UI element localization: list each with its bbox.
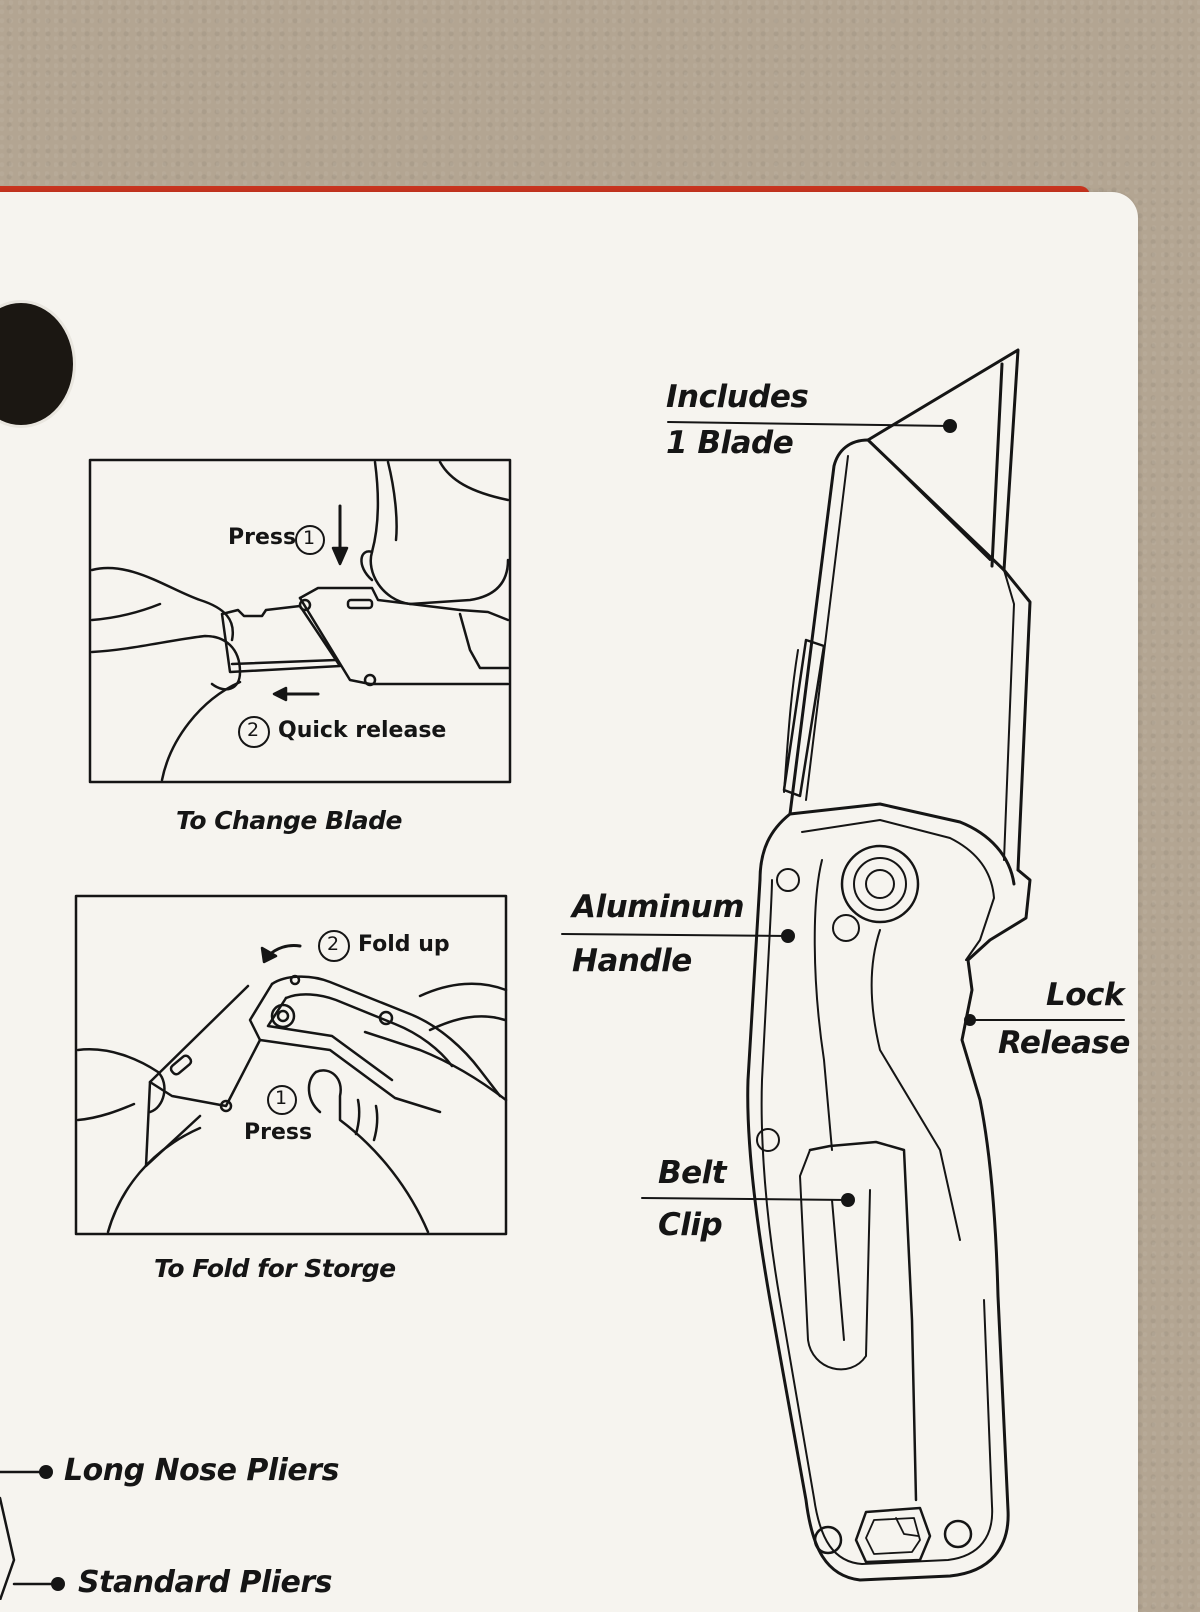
panel1-step2-circle — [238, 716, 270, 748]
panel1-step2-label: Quick release — [278, 718, 447, 743]
pliers-leader-2-dot — [51, 1577, 65, 1591]
tool-long-nose-pliers: Long Nose Pliers — [64, 1453, 339, 1488]
panel1-caption: To Change Blade — [176, 806, 402, 835]
handle-leader-dot — [781, 929, 795, 943]
panel1-step1-number: 1 — [303, 527, 316, 549]
label-belt: Belt — [658, 1155, 727, 1191]
label-clip: Clip — [658, 1207, 723, 1243]
panel2-step2-number: 2 — [327, 933, 340, 955]
label-handle: Handle — [572, 943, 692, 979]
label-release: Release — [998, 1025, 1130, 1061]
blade-leader-dot — [943, 419, 957, 433]
panel2-step1-label: Press — [244, 1120, 313, 1145]
clip-leader-dot — [841, 1193, 855, 1207]
label-1-blade: 1 Blade — [666, 425, 794, 461]
panel2-caption: To Fold for Storge — [154, 1254, 396, 1283]
lock-leader-dot — [964, 1014, 976, 1026]
panel1-step1-circle — [295, 525, 325, 555]
tool-standard-pliers: Standard Pliers — [78, 1565, 333, 1600]
panel2-step2-label: Fold up — [358, 932, 450, 957]
label-includes: Includes — [666, 379, 809, 415]
panel-change-blade-frame — [88, 458, 512, 784]
panel1-step2-number: 2 — [247, 719, 260, 741]
panel-fold-art — [76, 944, 508, 1234]
panel-fold-frame — [74, 894, 508, 1236]
utility-knife-illustration — [746, 348, 1032, 1582]
panel2-step1-circle — [267, 1085, 297, 1115]
panel-change-blade-art — [90, 460, 510, 782]
panel2-step1-number: 1 — [275, 1087, 288, 1109]
panel2-step2-circle — [318, 930, 350, 962]
clip-leader-line — [641, 1197, 849, 1201]
pliers-leader-2 — [0, 1496, 16, 1600]
panel1-step1-label: Press — [228, 525, 297, 550]
blade-leader-line — [667, 421, 951, 427]
handle-leader-line — [561, 933, 789, 937]
label-lock: Lock — [1046, 977, 1125, 1013]
pliers-leader-1-dot — [39, 1465, 53, 1479]
card-red-edge — [0, 186, 1090, 196]
label-aluminum: Aluminum — [572, 889, 745, 925]
